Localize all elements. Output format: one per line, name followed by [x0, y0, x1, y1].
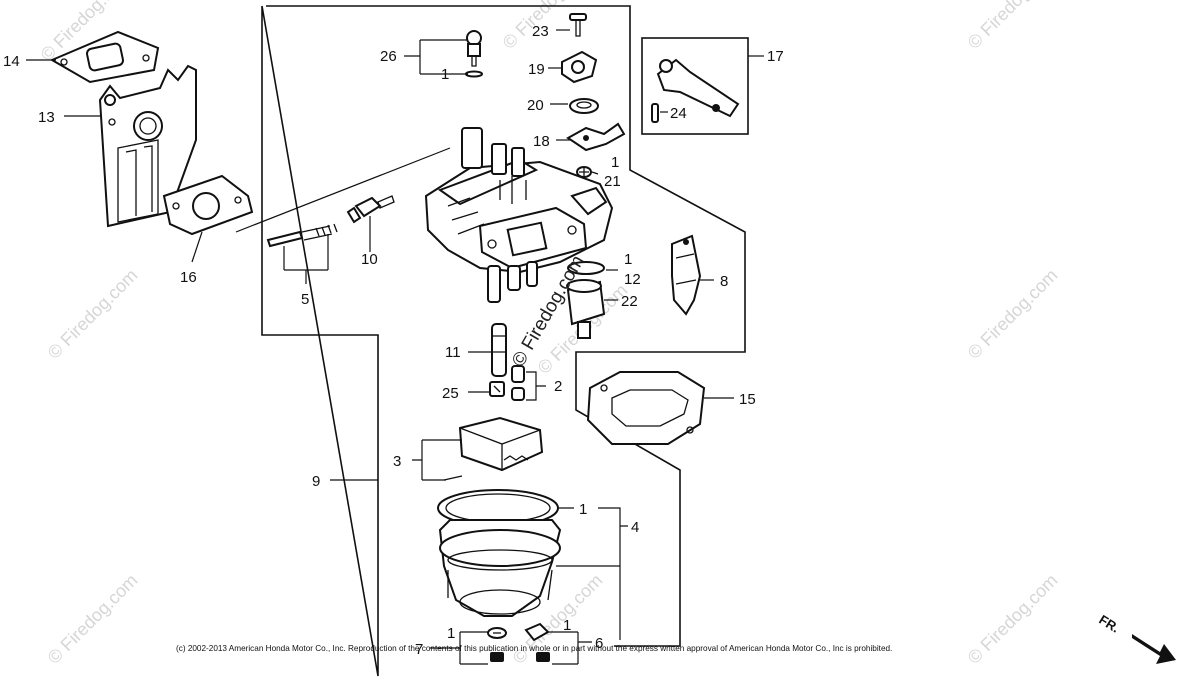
- throttle-stop-screw-part-5: [266, 223, 338, 248]
- assembly-frame-9: [261, 5, 746, 677]
- choke-lever-part-18: [566, 122, 626, 152]
- top-screw-part-23: [569, 13, 587, 37]
- pilot-screw-part-10: [346, 195, 395, 224]
- throttle-lever-part-17: [656, 58, 740, 118]
- gasket-part-16: [162, 174, 254, 236]
- callout-3: 3: [393, 453, 401, 470]
- float-valve-seat-part-22: [566, 279, 606, 339]
- watermark: © Firedog.com: [44, 570, 142, 668]
- callout-22: 22: [621, 293, 638, 310]
- front-direction-label: FR.: [1096, 612, 1122, 636]
- watermark: © Firedog.com: [964, 570, 1062, 668]
- leader-line-16: [235, 147, 451, 233]
- callout-numbers: 14 13 16 5 10 26 1 23 19 20 18 1 21 17 2…: [3, 23, 784, 658]
- assembly-frame-17: [641, 37, 749, 135]
- callout-15: 15: [739, 391, 756, 408]
- callout-1-bottom-left: 1: [447, 625, 455, 642]
- callout-17: 17: [767, 48, 784, 65]
- leader-lines: [26, 29, 764, 665]
- carburetor-body: [424, 127, 614, 303]
- callout-23: 23: [532, 23, 549, 40]
- callout-1-upper-right: 1: [611, 154, 619, 171]
- front-direction-arrow-icon: [1132, 634, 1176, 664]
- callout-18: 18: [533, 133, 550, 150]
- base-gasket-part-15: [586, 371, 706, 445]
- callout-21: 21: [604, 173, 621, 190]
- callout-14: 14: [3, 53, 20, 70]
- insulator-plate-part-13: [98, 64, 197, 228]
- callout-8: 8: [720, 273, 728, 290]
- gasket-part-14: [49, 30, 160, 84]
- main-jet-part-25: [489, 381, 505, 397]
- diaphragm-cover-part-19: [561, 50, 598, 84]
- callout-1-middle-right: 1: [624, 251, 632, 268]
- callout-1-bottom-right: 1: [563, 617, 571, 634]
- vent-bolt-part-26: [465, 30, 483, 78]
- watermark: © Firedog.com: [964, 0, 1062, 53]
- copyright-notice: (c) 2002-2013 American Honda Motor Co., …: [176, 644, 892, 653]
- choke-valve-part-8: [671, 234, 702, 316]
- watermark: © Firedog.com: [44, 265, 142, 363]
- callout-26: 26: [380, 48, 397, 65]
- float-bowl-part-4: [437, 489, 562, 617]
- callout-16: 16: [180, 269, 197, 286]
- drain-bolt-part-7: [487, 627, 507, 662]
- spring-part-24: [651, 103, 659, 123]
- callout-7: 7: [415, 641, 423, 658]
- callout-1-top-left: 1: [441, 66, 449, 83]
- needle-jet-part-11: [491, 323, 507, 377]
- callout-12: 12: [624, 271, 641, 288]
- callout-5: 5: [301, 291, 309, 308]
- front-direction-indicator: FR.: [1096, 612, 1176, 664]
- drain-screw-part-2: [511, 365, 525, 401]
- callout-25: 25: [442, 385, 459, 402]
- callout-10: 10: [361, 251, 378, 268]
- o-ring-part-12: [567, 261, 605, 275]
- callout-24: 24: [670, 105, 687, 122]
- callout-11: 11: [445, 344, 461, 361]
- callout-13: 13: [38, 109, 55, 126]
- drain-bolt-part-6: [524, 622, 550, 662]
- callout-4: 4: [631, 519, 639, 536]
- callout-9: 9: [312, 473, 320, 490]
- callout-2: 2: [554, 378, 562, 395]
- clip-part-21: [576, 166, 592, 178]
- callout-1-bowl: 1: [579, 501, 587, 518]
- callout-19: 19: [528, 61, 545, 78]
- float-part-3: [443, 416, 544, 481]
- watermark: © Firedog.com: [964, 265, 1062, 363]
- callout-20: 20: [527, 97, 544, 114]
- callout-6: 6: [595, 635, 603, 652]
- washer-part-20: [569, 98, 599, 114]
